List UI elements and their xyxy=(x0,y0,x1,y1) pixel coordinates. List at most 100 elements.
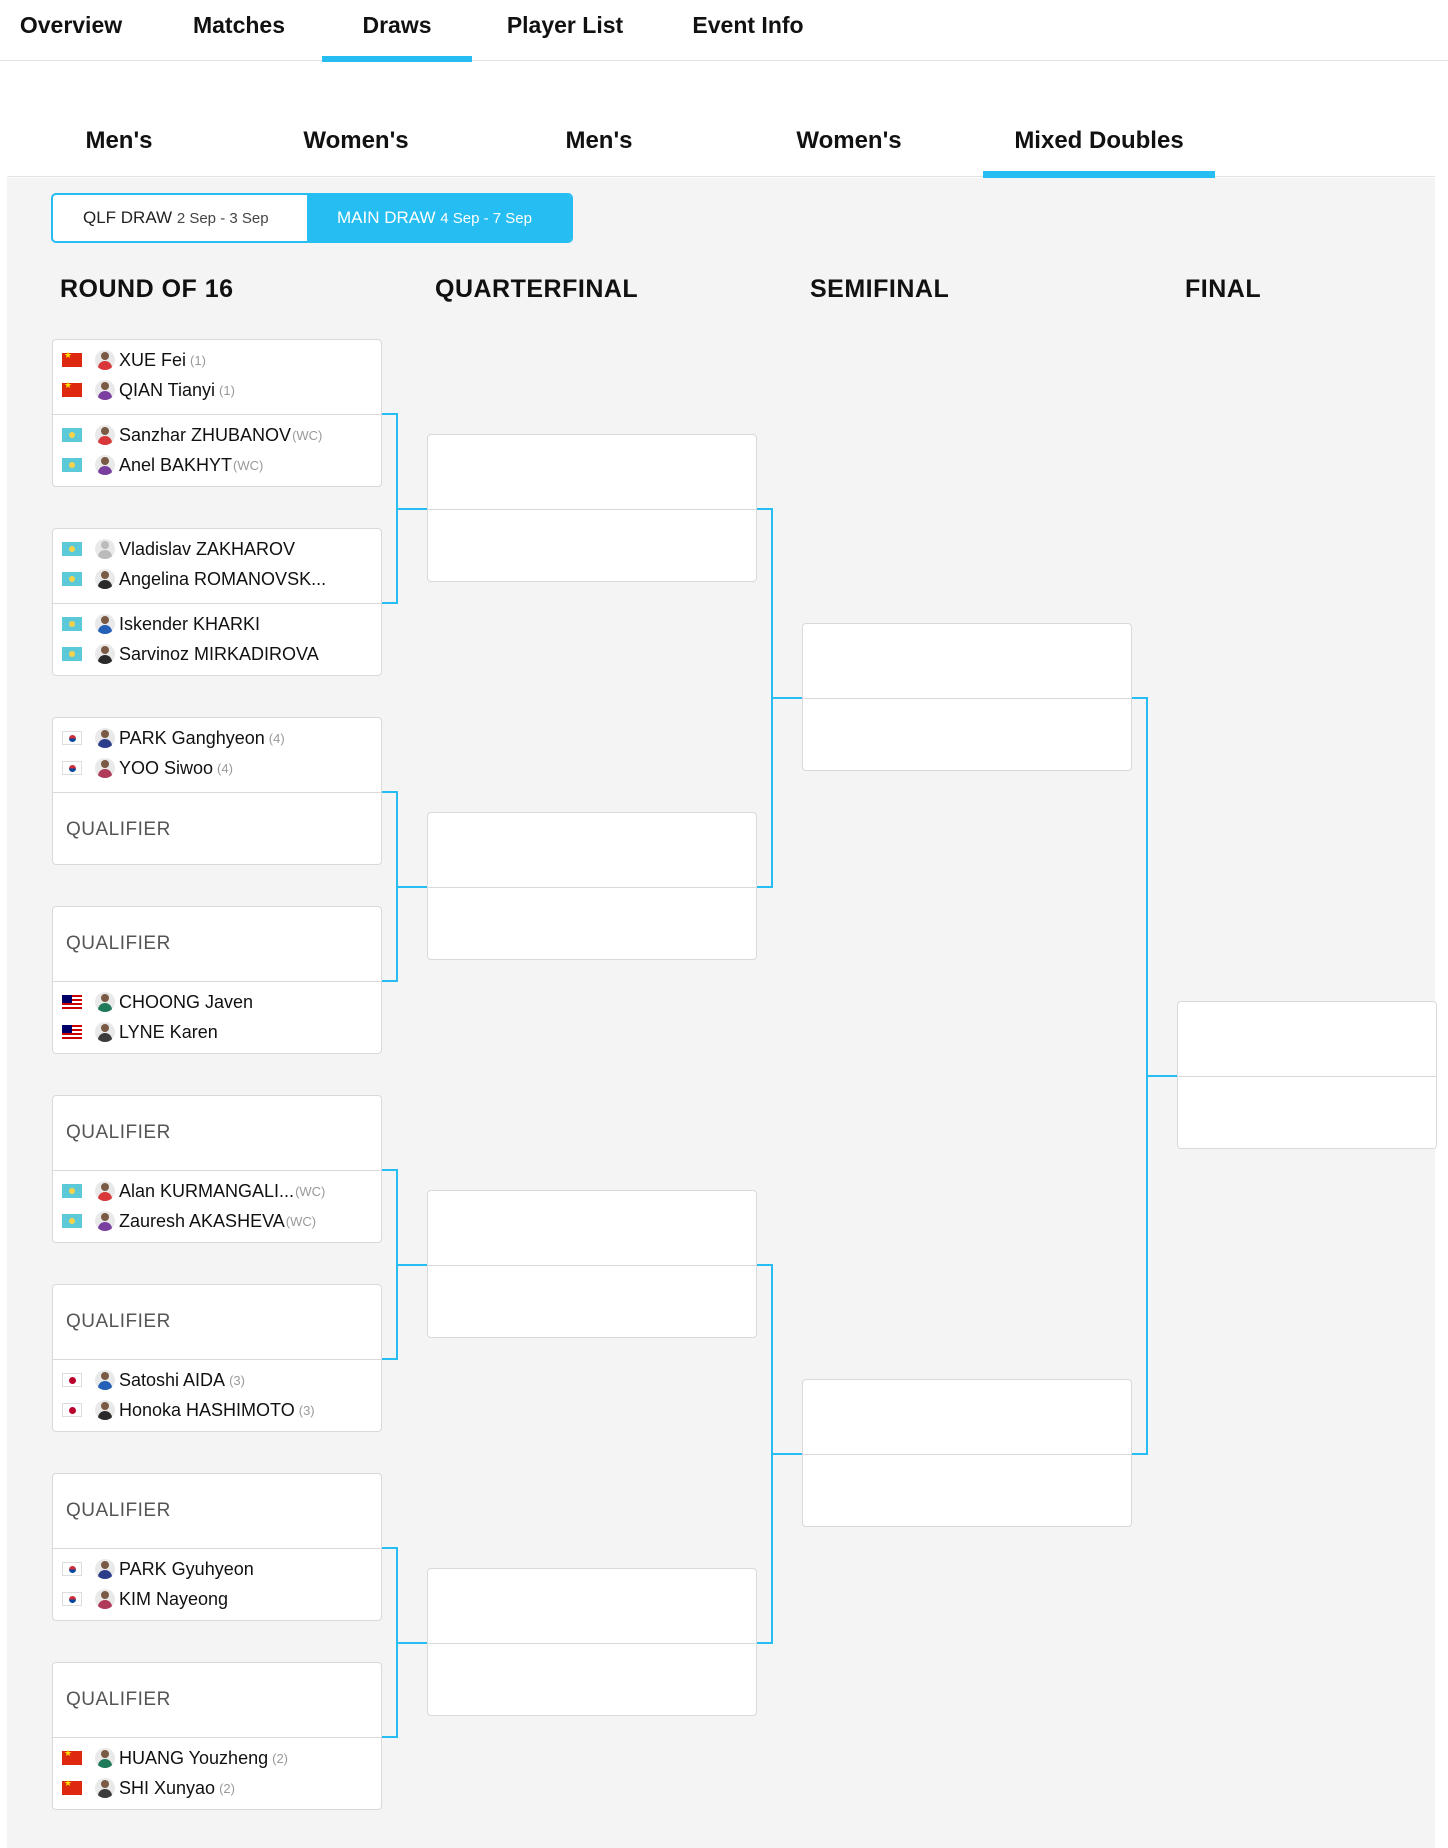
qualifier-label: QUALIFIER xyxy=(66,933,171,954)
player-seed: (3) xyxy=(298,1402,315,1418)
player-name[interactable]: Anel BAKHYT xyxy=(119,454,233,475)
match-slot xyxy=(803,1453,1131,1527)
match-slot: Satoshi AIDA(3)Honoka HASHIMOTO(3) xyxy=(53,1359,381,1432)
player-name[interactable]: Honoka HASHIMOTO xyxy=(119,1399,295,1420)
tab-draws[interactable]: Draws xyxy=(322,0,472,62)
tab-mixed-doubles[interactable]: Mixed Doubles xyxy=(983,110,1215,178)
player-row[interactable]: Sanzhar ZHUBANOV(WC) xyxy=(62,423,322,447)
kz-flag-icon xyxy=(62,428,82,442)
player-row[interactable]: Sarvinoz MIRKADIROVA xyxy=(62,642,319,666)
match-r16[interactable]: PARK Ganghyeon(4)YOO Siwoo(4)QUALIFIER xyxy=(52,717,382,865)
match-quarterfinal[interactable] xyxy=(427,811,757,960)
bracket-connector xyxy=(382,1358,398,1360)
match-slot: Alan KURMANGALI...(WC)Zauresh AKASHEVA(W… xyxy=(53,1170,381,1243)
player-seed: (1) xyxy=(219,382,235,398)
match-slot xyxy=(803,697,1131,771)
player-name[interactable]: LYNE Karen xyxy=(119,1021,218,1042)
player-name[interactable]: YOO Siwoo xyxy=(119,757,214,778)
match-slot xyxy=(428,1642,756,1716)
match-r16[interactable]: QUALIFIERHUANG Youzheng(2)SHI Xunyao(2) xyxy=(52,1662,382,1810)
player-row[interactable]: HUANG Youzheng(2) xyxy=(62,1746,288,1770)
player-name[interactable]: Sarvinoz MIRKADIROVA xyxy=(119,643,319,664)
match-slot: QUALIFIER xyxy=(53,1285,381,1358)
tab-womens-doubles[interactable]: Women's Doubles xyxy=(796,127,902,216)
player-row[interactable]: YOO Siwoo(4) xyxy=(62,756,233,780)
player-row[interactable]: PARK Ganghyeon(4) xyxy=(62,726,285,750)
tab-mens-singles[interactable]: Men's Singles xyxy=(76,127,161,216)
player-row[interactable]: KIM Nayeong xyxy=(62,1587,228,1611)
tab-mens-doubles[interactable]: Men's Doubles xyxy=(552,127,647,216)
player-seed: (2) xyxy=(219,1780,235,1796)
player-avatar-icon xyxy=(95,569,115,589)
match-quarterfinal[interactable] xyxy=(427,1189,757,1338)
main-draw-option[interactable]: MAIN DRAW 4 Sep - 7 Sep xyxy=(307,195,571,241)
player-name[interactable]: Iskender KHARKI xyxy=(119,613,261,634)
main-draw-label: MAIN DRAW xyxy=(337,208,436,227)
bracket-connector xyxy=(382,1547,398,1549)
player-name[interactable]: XUE Fei xyxy=(119,349,187,370)
player-row[interactable]: Satoshi AIDA(3) xyxy=(62,1368,245,1392)
cn-flag-icon xyxy=(62,380,82,397)
player-name[interactable]: HUANG Youzheng xyxy=(119,1747,269,1768)
player-avatar-icon xyxy=(95,992,115,1012)
match-r16[interactable]: XUE Fei(1)QIAN Tianyi(1)Sanzhar ZHUBANOV… xyxy=(52,339,382,487)
match-slot xyxy=(1178,1002,1436,1075)
match-quarterfinal[interactable] xyxy=(427,433,757,582)
player-seed: (3) xyxy=(229,1372,245,1388)
match-semifinal[interactable] xyxy=(802,622,1132,771)
player-name[interactable]: KIM Nayeong xyxy=(119,1588,229,1609)
match-slot xyxy=(428,813,756,886)
player-row[interactable]: Angelina ROMANOVSK... xyxy=(62,567,326,591)
player-name[interactable]: PARK Ganghyeon xyxy=(119,727,265,748)
tab-event-info[interactable]: Event Info xyxy=(692,12,804,38)
player-avatar-icon xyxy=(95,1211,115,1231)
player-seed: (WC) xyxy=(285,1213,317,1229)
player-row[interactable]: XUE Fei(1) xyxy=(62,348,206,372)
player-row[interactable]: Honoka HASHIMOTO(3) xyxy=(62,1398,315,1422)
player-name[interactable]: Satoshi AIDA xyxy=(119,1369,226,1390)
player-row[interactable]: Anel BAKHYT(WC) xyxy=(62,453,263,477)
player-name[interactable]: Vladislav ZAKHAROV xyxy=(119,538,296,559)
match-semifinal[interactable] xyxy=(802,1378,1132,1527)
player-name[interactable]: Alan KURMANGALI... xyxy=(119,1180,295,1201)
match-r16[interactable]: Vladislav ZAKHAROV Angelina ROMANOVSK... I… xyxy=(52,528,382,676)
tab-overview[interactable]: Overview xyxy=(19,12,123,38)
qlf-draw-option[interactable]: QLF DRAW 2 Sep - 3 Sep xyxy=(53,195,307,241)
player-row[interactable]: PARK Gyuhyeon xyxy=(62,1557,254,1581)
tab-womens-singles[interactable]: Women's Singles xyxy=(303,127,409,216)
player-row[interactable]: SHI Xunyao(2) xyxy=(62,1776,235,1800)
cn-flag-icon xyxy=(62,1778,82,1795)
player-name[interactable]: Sanzhar ZHUBANOV xyxy=(119,424,292,445)
player-name[interactable]: SHI Xunyao xyxy=(119,1777,216,1798)
player-name[interactable]: QIAN Tianyi xyxy=(119,379,216,400)
player-name[interactable]: Zauresh AKASHEVA xyxy=(119,1210,285,1231)
player-row[interactable]: LYNE Karen xyxy=(62,1020,218,1044)
player-row[interactable]: Zauresh AKASHEVA(WC) xyxy=(62,1209,316,1233)
bracket-connector xyxy=(757,1263,773,1266)
match-final[interactable] xyxy=(1177,1000,1437,1149)
player-name[interactable]: PARK Gyuhyeon xyxy=(119,1558,254,1579)
player-name[interactable]: Angelina ROMANOVSK... xyxy=(119,568,327,589)
kr-flag-icon xyxy=(62,731,82,745)
player-name[interactable]: CHOONG Javen xyxy=(119,991,254,1012)
match-slot: Iskender KHARKI Sarvinoz MIRKADIROVA xyxy=(53,603,381,676)
tab-matches[interactable]: Matches xyxy=(192,12,286,38)
match-slot xyxy=(428,435,756,508)
player-row[interactable]: Iskender KHARKI xyxy=(62,612,260,636)
bracket-connector xyxy=(396,885,427,888)
match-quarterfinal[interactable] xyxy=(427,1567,757,1716)
tab-player-list[interactable]: Player List xyxy=(506,12,624,38)
player-row[interactable]: CHOONG Javen xyxy=(62,990,253,1014)
bracket-connector xyxy=(771,1452,802,1455)
player-row[interactable]: Alan KURMANGALI...(WC) xyxy=(62,1179,325,1203)
player-seed: (2) xyxy=(272,1750,288,1766)
player-row[interactable]: Vladislav ZAKHAROV xyxy=(62,537,295,561)
match-slot: QUALIFIER xyxy=(53,907,381,980)
bracket-connector xyxy=(382,413,398,415)
player-row[interactable]: QIAN Tianyi(1) xyxy=(62,378,235,402)
